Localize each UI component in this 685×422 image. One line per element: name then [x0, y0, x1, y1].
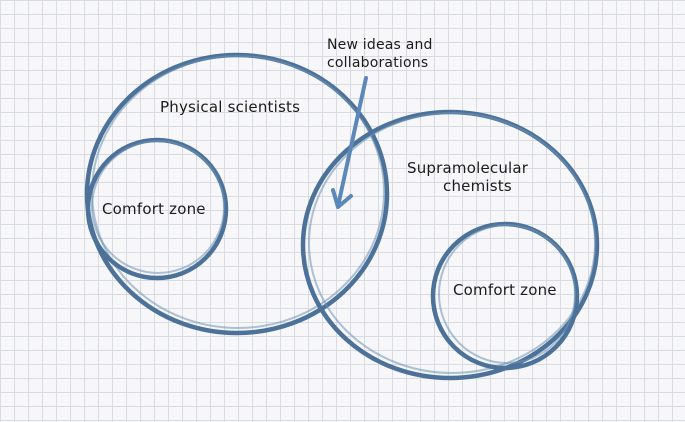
- supramolecular-chemists-circle: [300, 109, 600, 381]
- right-comfort-zone-label: Comfort zone: [453, 281, 557, 299]
- supramolecular-label-line-1: Supramolecular: [407, 159, 529, 177]
- arrow-down-left-icon: [331, 76, 368, 209]
- physical-scientists-label: Physical scientists: [160, 98, 301, 116]
- right-comfort-zone-circle: [430, 221, 580, 371]
- callout-label: New ideas and collaborations: [327, 36, 433, 72]
- supramolecular-chemists-label: Supramolecular chemists: [407, 159, 528, 195]
- left-comfort-zone-circle: [85, 137, 229, 281]
- left-comfort-zone-label: Comfort zone: [102, 200, 206, 218]
- callout-line-1: New ideas and: [327, 37, 433, 53]
- callout-line-2: collaborations: [327, 55, 429, 71]
- supramolecular-label-line-2: chemists: [443, 177, 512, 195]
